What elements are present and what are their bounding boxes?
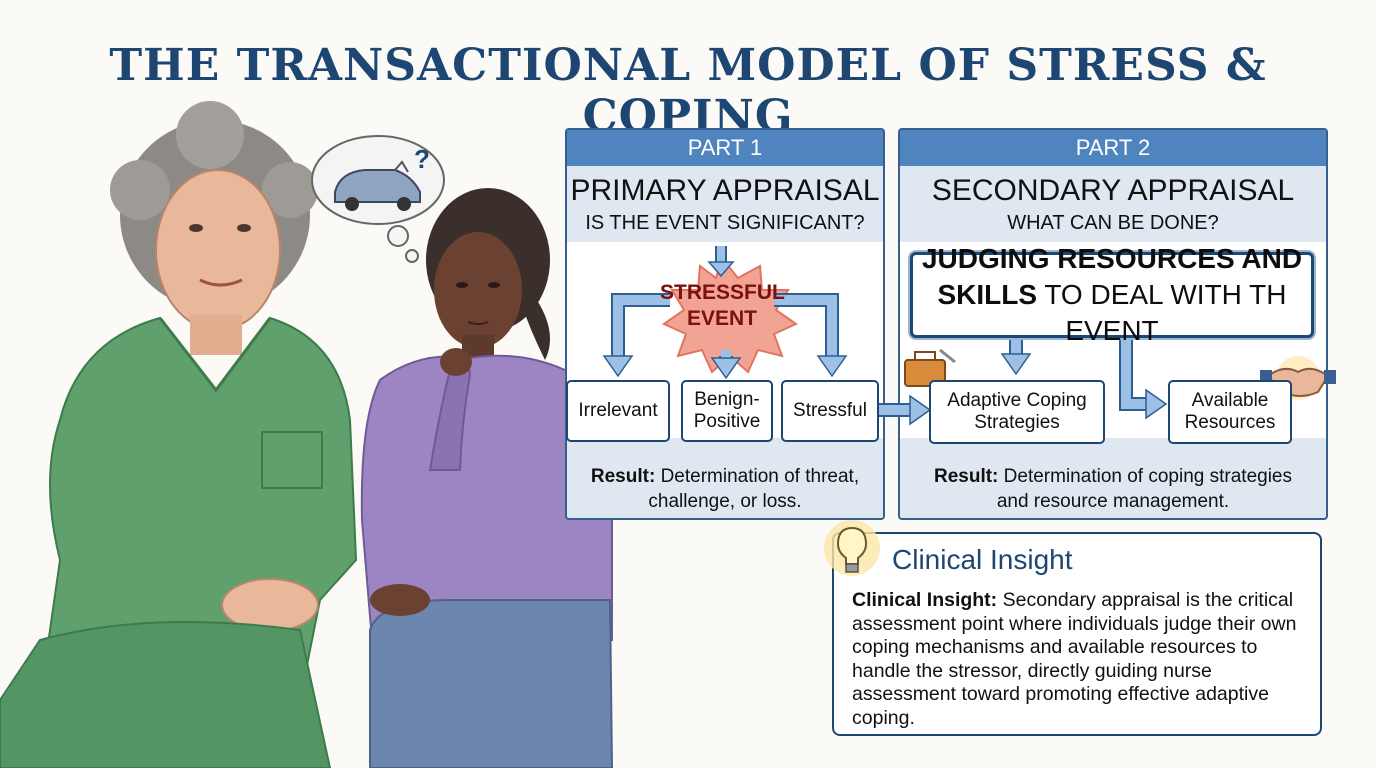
insight-body: Clinical Insight: Secondary appraisal is… [852,589,1312,730]
part1-result: Result: Determination of threat, challen… [567,464,883,514]
part1-header: PART 1 [567,130,883,166]
part1-question: IS THE EVENT SIGNIFICANT? [585,212,865,234]
resources-line1: Available [1191,390,1269,411]
adaptive-coping-box: Adaptive Coping Strategies [929,380,1105,444]
adaptive-line1: Adaptive Coping [947,390,1087,411]
nurse-patient-illustration: ? [0,101,614,768]
part2-question: WHAT CAN BE DONE? [1007,212,1219,234]
part2-heading: SECONDARY APPRAISAL [931,174,1295,207]
judging-resources-box: JUDGING RESOURCES AND SKILLS TO DEAL WIT… [910,243,1314,346]
lightbulb-icon [824,520,880,576]
outcome-irrelevant: Irrelevant [566,380,670,442]
part1-result-line1: Determination of threat, [660,466,860,487]
part2-header: PART 2 [900,130,1326,166]
part2-result-label: Result: [933,466,999,487]
adaptive-line2: Strategies [974,412,1060,433]
question-mark-icon: ? [414,144,430,174]
insight-heading: Clinical Insight [892,544,1073,575]
clinical-insight-box: Clinical Insight Clinical Insight: Secon… [824,520,1322,736]
judging-skills: SKILLS [937,279,1038,310]
outcome-stressful: Stressful [781,380,879,442]
part1-result-line2: challenge, or loss. [648,491,802,512]
toolbox-icon [904,348,956,387]
part1-result-label: Result: [590,466,656,487]
stressful-event-label: STRESSFUL EVENT [660,280,785,332]
part2-result-line1: Determination of coping strategies [1003,466,1292,487]
stressful-event-line2: EVENT [686,307,757,330]
insight-text: Secondary appraisal is the critical asse… [852,589,1297,729]
outcome-benign-positive-label: Benign-Positive [693,389,761,432]
thought-bubble: ? [311,135,445,263]
judging-line1: JUDGING RESOURCES AND [921,243,1303,274]
car-crash-icon [334,160,421,211]
part2-result-line2: and resource management. [996,491,1230,512]
nurse-figure [0,101,358,768]
insight-label: Clinical Insight: [852,589,998,611]
available-resources-box: Available Resources [1168,380,1292,444]
page-title: THE TRANSACTIONAL MODEL OF STRESS & COPI… [109,40,1267,142]
part1-heading: PRIMARY APPRAISAL [570,174,880,207]
judging-line2-rest: TO DEAL WITH TH EVENT [1044,279,1287,346]
part2-result: Result: Determination of coping strategi… [900,464,1326,514]
stressful-event-line1: STRESSFUL [660,281,785,304]
outcome-benign-positive: Benign-Positive [681,380,773,442]
resources-line2: Resources [1184,412,1276,433]
